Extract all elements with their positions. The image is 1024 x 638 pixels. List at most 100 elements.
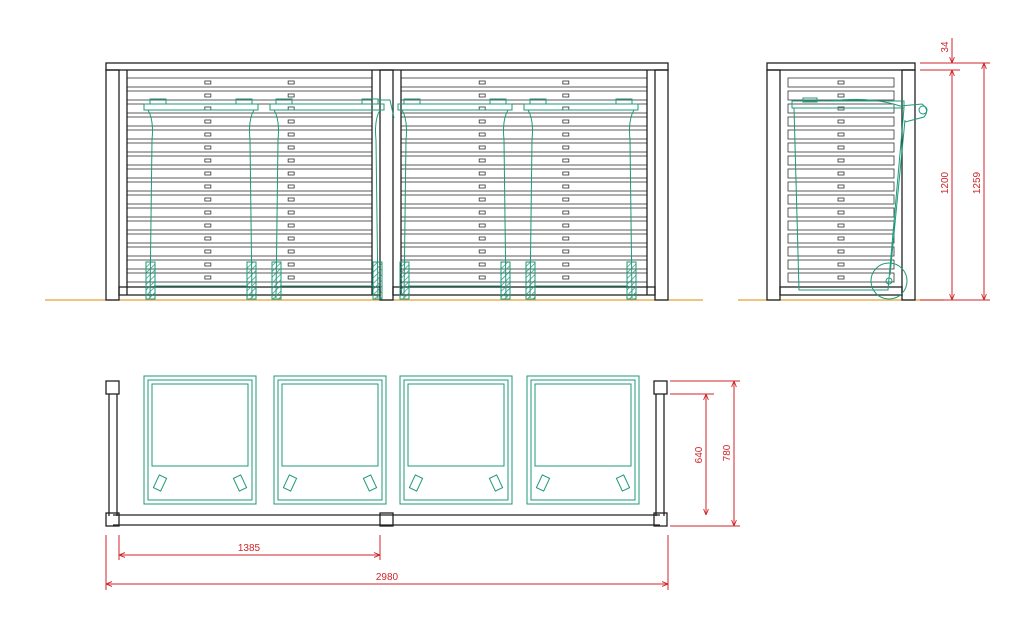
slat-screw [204, 249, 212, 254]
front-slat [126, 142, 373, 153]
side-slat [787, 246, 895, 257]
slat-screw [562, 236, 570, 241]
front-slat [400, 129, 648, 140]
plan-post-bm [379, 512, 394, 527]
front-slat [400, 233, 648, 244]
side-slat [787, 207, 895, 218]
front-slat [126, 181, 373, 192]
slat-screw [837, 275, 845, 280]
side-slat [787, 181, 895, 192]
side-slat [787, 155, 895, 166]
dim-1200-label: 1200 [940, 171, 951, 194]
side-bin-handle [829, 98, 928, 123]
side-slat [787, 142, 895, 153]
slat-screw [837, 223, 845, 228]
front-bin-body [147, 109, 255, 299]
slat-screw [562, 132, 570, 137]
slat-screw [837, 132, 845, 137]
front-bin-body [401, 109, 509, 299]
slat-screw [287, 262, 295, 267]
front-slat [400, 116, 648, 127]
side-slat [787, 259, 895, 270]
plan-view [105, 375, 668, 527]
side-slat [787, 168, 895, 179]
post-middle [379, 69, 394, 301]
slat-screw [204, 93, 212, 98]
plan-bin-wheel [362, 474, 378, 492]
front-bin-lid-tab [275, 98, 293, 105]
front-slat [400, 90, 648, 101]
slat-screw [478, 184, 486, 189]
slat-screw [562, 119, 570, 124]
side-slat [787, 77, 895, 88]
front-slat [400, 168, 648, 179]
front-bin-lid-tab [489, 98, 507, 105]
slat-screw [837, 184, 845, 189]
slat-screw [837, 236, 845, 241]
slat-screw [837, 80, 845, 85]
plan-bin-lid [534, 383, 632, 467]
front-bin-body [273, 109, 381, 299]
side-slats [787, 77, 895, 283]
front-bin-lid [397, 103, 513, 111]
side-post-left [766, 69, 781, 301]
slat-screw [478, 80, 486, 85]
front-elevation [45, 62, 703, 301]
dimensions [105, 38, 990, 590]
slat-screw [287, 210, 295, 215]
plan-post-tr [653, 380, 668, 395]
slat-screw [204, 145, 212, 150]
front-frame [105, 62, 669, 301]
dim-34-label: 34 [940, 41, 951, 53]
slat-screw [287, 80, 295, 85]
side-bin-wheel [870, 262, 908, 300]
side-bin-wheel-hub [885, 277, 893, 285]
slat-screw [287, 158, 295, 163]
slat-screw [204, 197, 212, 202]
front-slat [400, 220, 648, 231]
front-bin-body [527, 109, 635, 299]
slat-screw [287, 93, 295, 98]
slat-screw [562, 145, 570, 150]
side-slat [787, 220, 895, 231]
front-slat [126, 168, 373, 179]
side-bin [791, 97, 928, 300]
plan-bin-wheel [488, 474, 504, 492]
front-bins [143, 98, 639, 300]
front-bin-lid-tab [361, 98, 379, 105]
slat-screw [204, 171, 212, 176]
side-bin-axle-arm [889, 119, 906, 276]
side-slat [787, 90, 895, 101]
front-bin-lid-tab [403, 98, 421, 105]
plan-post-br [653, 512, 668, 527]
front-slat [126, 246, 373, 257]
front-bin-lid [269, 103, 385, 111]
post-left [105, 69, 120, 301]
slat-screw [478, 93, 486, 98]
front-bin-handle [378, 99, 395, 119]
slat-screw [204, 236, 212, 241]
slat-screw [562, 184, 570, 189]
slat-screw [478, 223, 486, 228]
slat-screw [837, 249, 845, 254]
plan-bin-outer [273, 375, 387, 505]
slat-screw [204, 184, 212, 189]
slat-screw [562, 93, 570, 98]
front-bin-lid-tab [149, 98, 167, 105]
slat-screw [837, 262, 845, 267]
slat-screw [478, 275, 486, 280]
roof-front [105, 62, 669, 71]
slat-screw [562, 171, 570, 176]
front-bin-wheel [145, 261, 156, 300]
front-slat [400, 181, 648, 192]
front-slat [400, 194, 648, 205]
slat-screw [287, 184, 295, 189]
front-slat [400, 207, 648, 218]
plan-bin-outer [526, 375, 640, 505]
plan-frame [105, 380, 668, 527]
slat-screw [478, 197, 486, 202]
slat-screw [562, 80, 570, 85]
slat-screw [478, 158, 486, 163]
side-slat [787, 272, 895, 283]
